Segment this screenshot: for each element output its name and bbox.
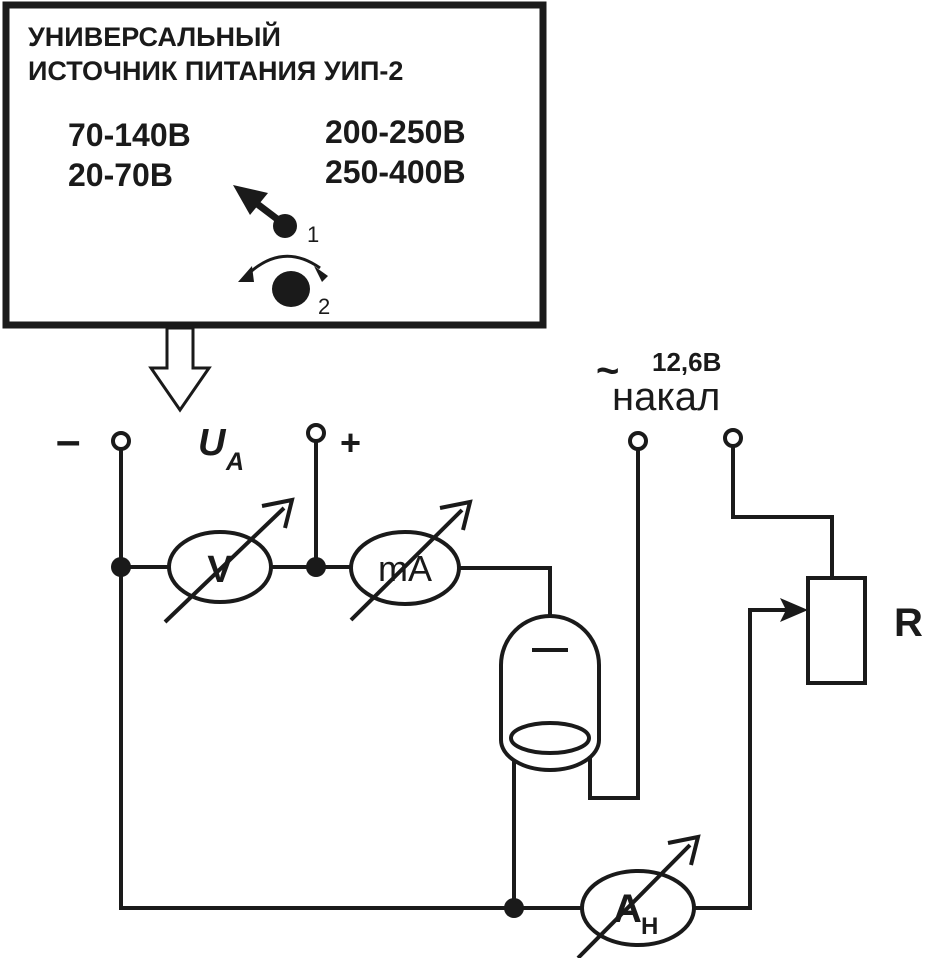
heater-terminal-right bbox=[723, 428, 743, 448]
plus-terminal bbox=[306, 423, 326, 443]
minus-label: – bbox=[56, 416, 80, 465]
voltage-adjust-knob bbox=[238, 254, 328, 307]
heater-terminal-left bbox=[628, 431, 648, 451]
range-selector-knob bbox=[233, 185, 297, 238]
circuit-wires bbox=[119, 441, 834, 910]
resistor-label: R bbox=[894, 601, 923, 645]
knob1-label: 1 bbox=[307, 222, 319, 247]
power-supply-title-line2: ИСТОЧНИК ПИТАНИЯ УИП-2 bbox=[28, 56, 403, 86]
heater-ammeter bbox=[576, 834, 701, 958]
svg-text:A: A bbox=[613, 887, 642, 931]
svg-text:U: U bbox=[198, 422, 227, 464]
output-arrow-icon bbox=[148, 326, 212, 413]
minus-terminal bbox=[111, 431, 131, 451]
plus-label: + bbox=[340, 422, 361, 463]
voltmeter-label: V bbox=[207, 549, 233, 591]
power-supply-title-line1: УНИВЕРСАЛЬНЫЙ bbox=[28, 21, 281, 52]
anode-voltage-label: U A bbox=[198, 422, 244, 476]
voltmeter bbox=[163, 497, 295, 624]
vacuum-diode bbox=[499, 614, 601, 772]
range-70-140: 70-140В bbox=[68, 117, 191, 153]
heater-ammeter-label: A H bbox=[613, 887, 658, 940]
junction-dot bbox=[111, 557, 131, 577]
heater-voltage-label: 12,6В bbox=[652, 347, 721, 377]
rheostat-slider-arrow-icon bbox=[780, 598, 808, 622]
knob2-label: 2 bbox=[318, 294, 330, 319]
milliammeter bbox=[349, 499, 473, 622]
range-200-250: 200-250В bbox=[325, 114, 466, 150]
junction-dot bbox=[306, 557, 326, 577]
range-250-400: 250-400В bbox=[325, 154, 466, 190]
heater-label: накал bbox=[612, 375, 720, 419]
svg-text:H: H bbox=[641, 913, 658, 940]
rheostat bbox=[806, 576, 867, 685]
power-supply-box bbox=[2, 1, 547, 329]
ac-symbol: ~ bbox=[596, 349, 619, 393]
cathode bbox=[509, 721, 591, 755]
range-20-70: 20-70В bbox=[68, 157, 173, 193]
junction-dot bbox=[504, 898, 524, 918]
milliammeter-label: mA bbox=[378, 548, 432, 589]
svg-text:A: A bbox=[225, 448, 244, 476]
